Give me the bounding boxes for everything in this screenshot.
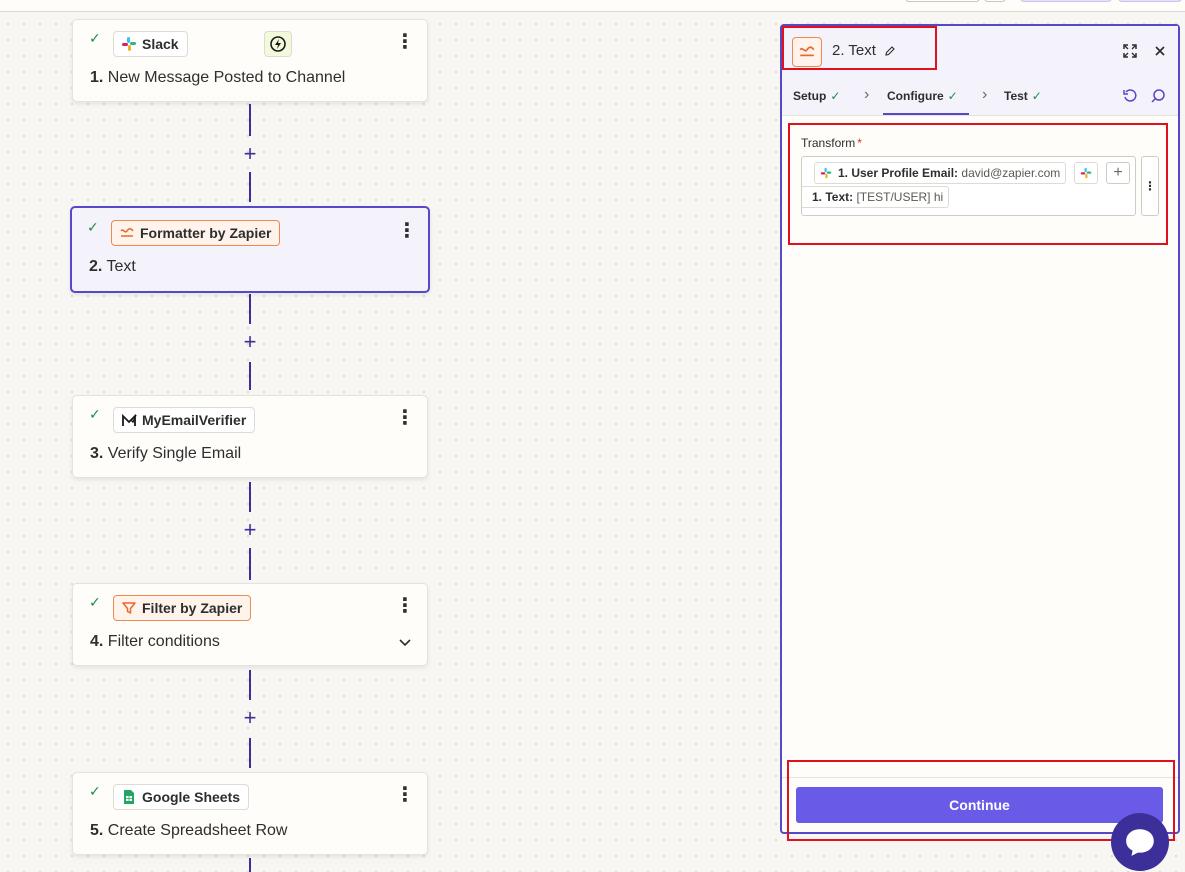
check-icon: ✓ bbox=[830, 89, 841, 103]
add-step-button[interactable]: + bbox=[243, 141, 257, 166]
step-card-5[interactable]: ✓ Google Sheets ⋮ 5. Create Spreadsheet … bbox=[72, 772, 428, 855]
instant-trigger-badge bbox=[264, 31, 292, 57]
add-step-button[interactable]: + bbox=[243, 329, 257, 354]
tab-test[interactable]: Test✓ bbox=[1004, 89, 1042, 103]
close-icon[interactable] bbox=[1152, 43, 1168, 59]
slack-icon bbox=[1080, 167, 1092, 179]
app-name: Google Sheets bbox=[142, 789, 241, 805]
active-tab-indicator bbox=[883, 113, 969, 115]
comment-icon[interactable] bbox=[1150, 88, 1166, 104]
transform-input[interactable]: 1. User Profile Email: david@zapier.com … bbox=[801, 156, 1136, 216]
panel-title[interactable]: 2. Text bbox=[832, 42, 876, 59]
check-icon: ✓ bbox=[87, 219, 99, 235]
google-sheets-icon bbox=[124, 790, 134, 804]
expand-icon[interactable] bbox=[1122, 43, 1138, 59]
chevron-down-icon[interactable] bbox=[397, 634, 413, 650]
lightning-icon bbox=[270, 36, 286, 52]
check-icon: ✓ bbox=[89, 594, 101, 610]
slack-icon bbox=[820, 167, 832, 179]
data-pill-text[interactable]: 1. Text: [TEST/USER] hi bbox=[802, 186, 950, 208]
toolbar-button-partial[interactable] bbox=[1020, 0, 1112, 2]
step-menu-button[interactable]: ⋮ bbox=[395, 784, 415, 806]
footer-divider bbox=[782, 777, 1178, 778]
app-badge: Slack bbox=[113, 31, 188, 57]
app-name: Filter by Zapier bbox=[142, 600, 243, 616]
connector-line bbox=[249, 362, 251, 390]
data-pill-user-profile-email[interactable]: 1. User Profile Email: david@zapier.com bbox=[814, 162, 1067, 184]
step-menu-button[interactable]: ⋮ bbox=[395, 407, 415, 429]
support-chat-button[interactable] bbox=[1111, 813, 1169, 871]
step-menu-button[interactable]: ⋮ bbox=[395, 595, 415, 617]
step-card-4[interactable]: ✓ Filter by Zapier ⋮ 4. Filter condition… bbox=[72, 583, 428, 666]
step-editor-panel: 2. Text Setup✓ › Configure✓ › Test✓ Tran… bbox=[780, 24, 1180, 834]
step-title: 3. Verify Single Email bbox=[90, 445, 242, 462]
panel-header: 2. Text bbox=[782, 26, 1178, 76]
toolbar-button-partial[interactable] bbox=[905, 0, 980, 2]
step-title: 1. New Message Posted to Channel bbox=[90, 69, 346, 86]
field-options-button[interactable]: ⋮ bbox=[1141, 156, 1159, 216]
toolbar-button-partial[interactable] bbox=[984, 0, 1006, 2]
check-icon: ✓ bbox=[1031, 89, 1042, 103]
toolbar-button-partial[interactable] bbox=[1118, 0, 1182, 2]
formatter-icon bbox=[799, 46, 815, 57]
chevron-right-icon: › bbox=[864, 86, 870, 103]
tab-setup[interactable]: Setup✓ bbox=[793, 89, 841, 103]
formatter-app-icon bbox=[792, 37, 822, 67]
add-step-button[interactable]: + bbox=[243, 517, 257, 542]
undo-icon[interactable] bbox=[1122, 88, 1138, 104]
step-menu-button[interactable]: ⋮ bbox=[395, 31, 415, 53]
connector-line bbox=[249, 670, 251, 700]
slack-icon bbox=[122, 37, 136, 51]
filter-icon bbox=[122, 602, 136, 614]
myemailverifier-icon bbox=[122, 413, 137, 426]
connector-line bbox=[249, 548, 251, 580]
connector-line bbox=[249, 738, 251, 768]
step-card-3[interactable]: ✓ MyEmailVerifier ⋮ 3. Verify Single Ema… bbox=[72, 395, 428, 478]
step-card-2[interactable]: ✓ Formatter by Zapier ⋮ 2. Text bbox=[70, 206, 430, 293]
app-name: Formatter by Zapier bbox=[140, 225, 272, 241]
connector-line bbox=[249, 858, 251, 872]
chevron-right-icon: › bbox=[982, 86, 988, 103]
app-badge: Filter by Zapier bbox=[113, 595, 252, 621]
top-toolbar-edge bbox=[0, 0, 1185, 12]
connector-line bbox=[249, 482, 251, 512]
connector-line bbox=[249, 294, 251, 324]
tab-configure[interactable]: Configure✓ bbox=[887, 89, 958, 103]
check-icon: ✓ bbox=[947, 89, 958, 103]
step-title: 4. Filter conditions bbox=[90, 633, 220, 650]
step-title: 5. Create Spreadsheet Row bbox=[90, 822, 288, 839]
connector-line bbox=[249, 104, 251, 136]
data-pill-text-slack[interactable] bbox=[1074, 162, 1098, 184]
check-icon: ✓ bbox=[89, 30, 101, 46]
connector-line bbox=[249, 172, 251, 202]
app-name: Slack bbox=[142, 36, 179, 52]
add-step-button[interactable]: + bbox=[243, 705, 257, 730]
step-tabs: Setup✓ › Configure✓ › Test✓ bbox=[782, 76, 1178, 116]
app-badge: MyEmailVerifier bbox=[113, 407, 256, 433]
transform-field-label: Transform* bbox=[801, 136, 862, 150]
step-title: 2. Text bbox=[89, 258, 136, 275]
insert-data-button[interactable]: + bbox=[1106, 162, 1130, 184]
app-name: MyEmailVerifier bbox=[142, 412, 247, 428]
pencil-icon[interactable] bbox=[884, 45, 896, 57]
check-icon: ✓ bbox=[89, 783, 101, 799]
app-badge: Formatter by Zapier bbox=[111, 220, 281, 246]
formatter-icon bbox=[120, 228, 134, 237]
chat-icon bbox=[1126, 829, 1154, 856]
app-badge: Google Sheets bbox=[113, 784, 250, 810]
continue-button[interactable]: Continue bbox=[796, 787, 1163, 823]
check-icon: ✓ bbox=[89, 406, 101, 422]
step-card-1[interactable]: ✓ Slack ⋮ 1. New Message Posted to Chann… bbox=[72, 19, 428, 102]
step-menu-button[interactable]: ⋮ bbox=[397, 220, 417, 242]
